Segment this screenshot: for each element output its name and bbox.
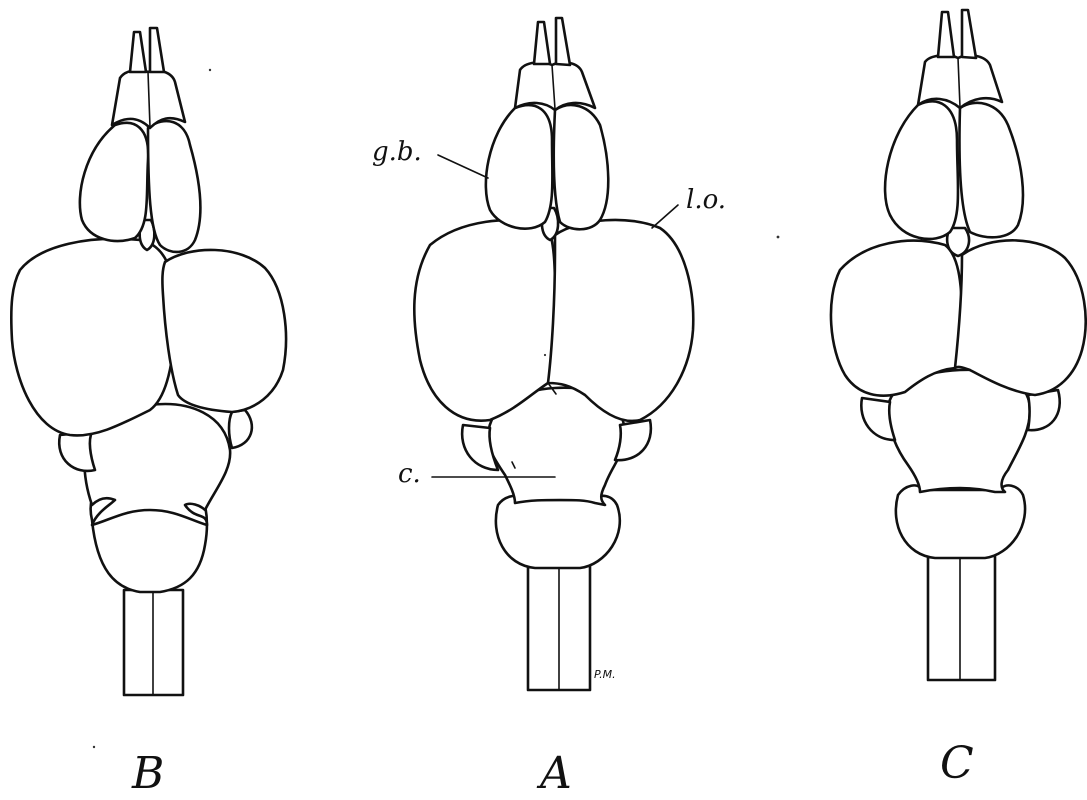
brain-b-hemisphere-right	[162, 250, 286, 412]
brain-c-olfactory-nerve	[938, 12, 954, 57]
panel-label-b: B	[131, 748, 164, 799]
label-lo: l.o.	[686, 185, 726, 215]
brain-c	[831, 10, 1086, 680]
brain-c-hemisphere-right	[955, 240, 1086, 395]
brain-b-optic-lobe-right	[229, 410, 252, 448]
brain-b-olfactory-bulb-left	[80, 123, 148, 241]
brain-a-olfactory-bulb-right	[554, 105, 608, 229]
brain-a-optic-lobe-right	[615, 420, 651, 460]
panel-label-a: A	[536, 748, 572, 799]
brain-a-medulla	[496, 496, 620, 568]
brain-b-optic-lobe-left	[59, 432, 95, 471]
brain-b	[11, 28, 286, 695]
panel-label-c: C	[940, 738, 974, 789]
brain-c-olfactory-bulb-left	[885, 101, 958, 239]
brain-c-optic-lobe-right	[1028, 390, 1060, 430]
brain-b-olfactory-nerve	[130, 32, 146, 72]
label-c: c.	[398, 459, 421, 489]
signature: P.M.	[594, 668, 616, 681]
brain-c-optic-lobe-left	[861, 398, 895, 440]
brain-c-olfactory-bulb-right	[959, 103, 1022, 237]
brain-c-spinal-cord	[928, 555, 995, 680]
brain-b-hemisphere-left	[11, 239, 175, 436]
brain-a-olfactory-bulb-left	[486, 105, 553, 229]
brain-c-medulla	[896, 485, 1025, 558]
brain-a	[414, 18, 693, 690]
label-leader-lo	[652, 205, 678, 228]
brain-b-olfactory-bulb-right	[148, 121, 200, 252]
brain-a-olfactory-nerve	[534, 22, 550, 64]
label-leader-ob	[438, 155, 488, 178]
label-ob: g.b.	[372, 137, 422, 167]
brain-a-hemisphere-left	[414, 220, 555, 420]
